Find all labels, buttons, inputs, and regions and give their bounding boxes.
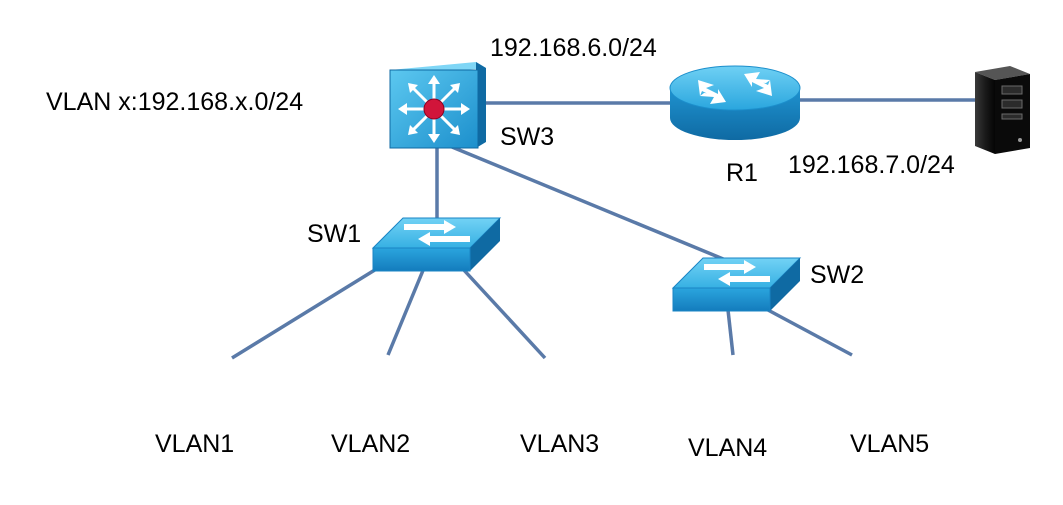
sw3-label: SW3 bbox=[500, 123, 555, 151]
vlan4-label: VLAN4 bbox=[688, 434, 768, 462]
switch-icon-sw1[interactable] bbox=[371, 217, 502, 272]
link-sw1-vlan2 bbox=[386, 267, 426, 356]
server-icon bbox=[975, 66, 1030, 154]
vlan5-label: VLAN5 bbox=[850, 430, 930, 458]
link-sw1-vlan3 bbox=[460, 266, 547, 360]
link-sw2-vlan5 bbox=[767, 308, 853, 357]
router-icon[interactable] bbox=[669, 65, 801, 140]
r1-server-subnet-label: 192.168.7.0/24 bbox=[788, 151, 955, 179]
vlan2-label: VLAN2 bbox=[331, 430, 411, 458]
switch-icon-sw2[interactable] bbox=[671, 257, 802, 312]
vlan-subnet-note: VLAN x:192.168.x.0/24 bbox=[46, 88, 304, 116]
sw2-label: SW2 bbox=[810, 261, 865, 289]
vlan1-label: VLAN1 bbox=[155, 430, 235, 458]
layer3-switch-icon[interactable] bbox=[389, 62, 486, 149]
link-sw1-vlan1 bbox=[231, 266, 379, 360]
sw1-label: SW1 bbox=[307, 220, 362, 248]
link-sw2-vlan4 bbox=[726, 309, 735, 356]
r1-label: R1 bbox=[726, 159, 758, 187]
links bbox=[231, 98, 975, 360]
sw3-r1-subnet-label: 192.168.6.0/24 bbox=[490, 34, 657, 62]
vlan3-label: VLAN3 bbox=[520, 430, 600, 458]
link-sw3-sw2 bbox=[451, 145, 746, 270]
